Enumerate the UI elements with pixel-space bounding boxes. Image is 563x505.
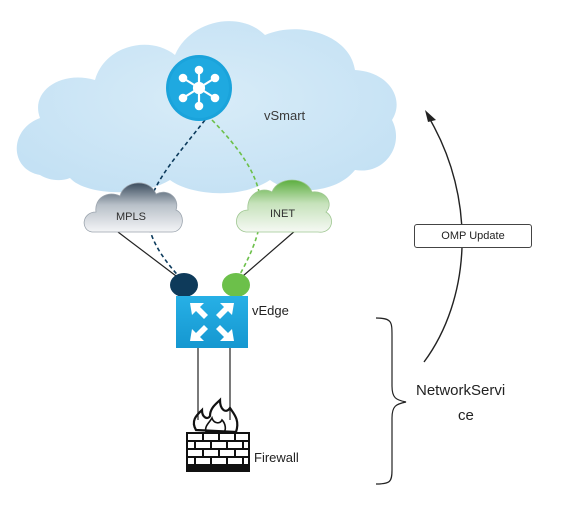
vedge-router-icon [176,296,248,348]
inet-label: INET [270,208,296,220]
inet-cloud-icon [236,179,332,233]
network-service-brace [375,317,407,485]
vsmart-icon [166,55,232,121]
vsmart-label: vSmart [264,108,306,123]
omp-update-label: OMP Update [414,224,532,248]
omp-arrow-head [425,110,436,122]
vedge-label: vEdge [252,303,289,318]
inet-tunnel-endpoint [222,273,250,297]
omp-update-text: OMP Update [441,230,505,242]
mpls-cloud-icon [83,182,183,233]
network-service-label: NetworkServi ce [416,378,532,428]
firewall-label: Firewall [254,450,299,465]
mpls-link [117,231,185,283]
mpls-tunnel-endpoint [170,273,198,297]
inet-link [235,229,297,283]
firewall-icon [186,397,250,472]
network-service-line1: NetworkServi [416,382,506,399]
network-service-line2: ce [458,407,474,424]
mpls-label: MPLS [116,211,146,223]
